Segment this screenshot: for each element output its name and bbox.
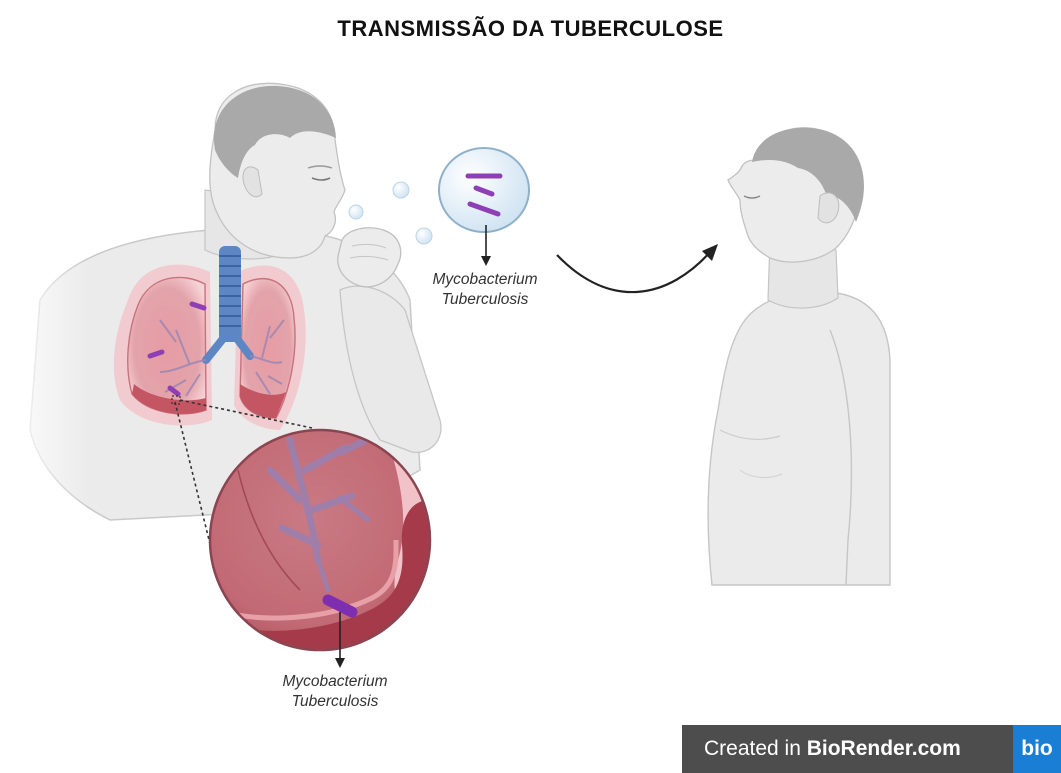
droplet-label-line2: Tuberculosis (410, 290, 560, 310)
page-title: TRANSMISSÃO DA TUBERCULOSE (0, 16, 1061, 42)
bacteria-droplet-icon (439, 148, 529, 266)
zoom-label-line1: Mycobacterium (260, 672, 410, 692)
zoom-label-line2: Tuberculosis (260, 692, 410, 712)
droplet-bacteria-label: Mycobacterium Tuberculosis (410, 270, 560, 310)
watermark-text: Created in BioRender.com (682, 737, 1013, 761)
watermark-prefix: Created in (704, 737, 807, 760)
transmission-arrow-icon (557, 244, 718, 292)
watermark-brand: BioRender.com (807, 737, 961, 760)
zoom-bacteria-label: Mycobacterium Tuberculosis (260, 672, 410, 712)
healthy-person-icon (708, 128, 890, 585)
biorender-logo-icon: bio (1013, 725, 1061, 773)
biorender-watermark: Created in BioRender.com bio (682, 725, 1061, 773)
droplet-label-line1: Mycobacterium (410, 270, 560, 290)
